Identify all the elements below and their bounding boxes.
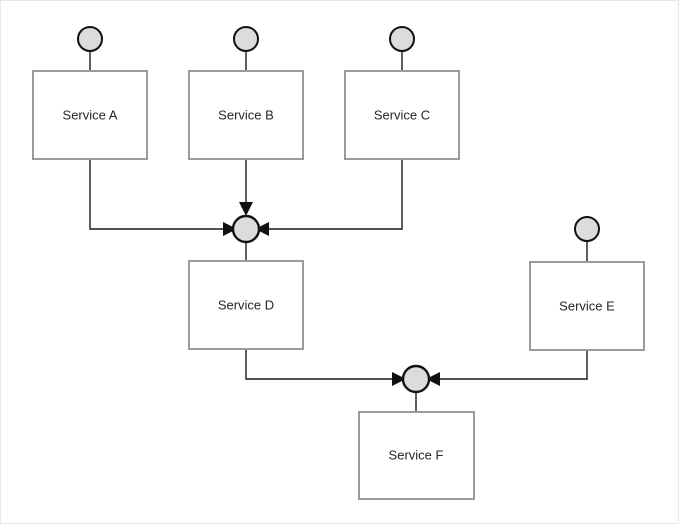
edge-service-c-to-junction-1 — [269, 159, 403, 230]
service-a-box[interactable] — [32, 70, 148, 160]
input-circle-service-e[interactable] — [574, 216, 600, 242]
service-e-box[interactable] — [529, 261, 645, 351]
input-circle-service-c[interactable] — [389, 26, 415, 52]
junction-circle-2[interactable] — [401, 364, 431, 394]
service-d-box[interactable] — [188, 260, 304, 350]
service-f-box[interactable] — [358, 411, 475, 500]
node-service-e[interactable]: Service E — [529, 261, 645, 351]
junction-circle-1[interactable] — [231, 214, 261, 244]
arrowhead-layer — [223, 202, 440, 386]
service-c-box[interactable] — [344, 70, 460, 160]
node-service-f[interactable]: Service F — [358, 411, 475, 500]
node-service-c[interactable]: Service C — [344, 70, 460, 160]
input-circle-layer — [77, 26, 600, 242]
node-service-a[interactable]: Service A — [32, 70, 148, 160]
edge-layer — [89, 51, 588, 412]
arrowhead-icon-a-junction1 — [223, 222, 237, 236]
service-d-label: Service D — [218, 297, 274, 312]
service-e-label: Service E — [559, 298, 615, 313]
junction-layer — [231, 214, 431, 394]
service-b-label: Service B — [218, 107, 274, 122]
service-f-label: Service F — [389, 447, 444, 462]
arrowhead-icon-b-junction1 — [239, 202, 253, 216]
edge-service-e-to-junction-2 — [439, 350, 588, 380]
service-b-box[interactable] — [188, 70, 304, 160]
node-service-d[interactable]: Service D — [188, 260, 304, 350]
arrowhead-icon-e-junction2 — [426, 372, 440, 386]
input-circle-service-a[interactable] — [77, 26, 103, 52]
edge-service-a-to-junction-1 — [89, 159, 223, 230]
arrowhead-icon-c-junction1 — [255, 222, 269, 236]
edge-service-d-to-junction-2 — [245, 349, 393, 380]
service-c-label: Service C — [374, 107, 430, 122]
node-service-b[interactable]: Service B — [188, 70, 304, 160]
input-circle-service-b[interactable] — [233, 26, 259, 52]
arrowhead-icon-d-junction2 — [392, 372, 406, 386]
service-a-label: Service A — [63, 107, 118, 122]
